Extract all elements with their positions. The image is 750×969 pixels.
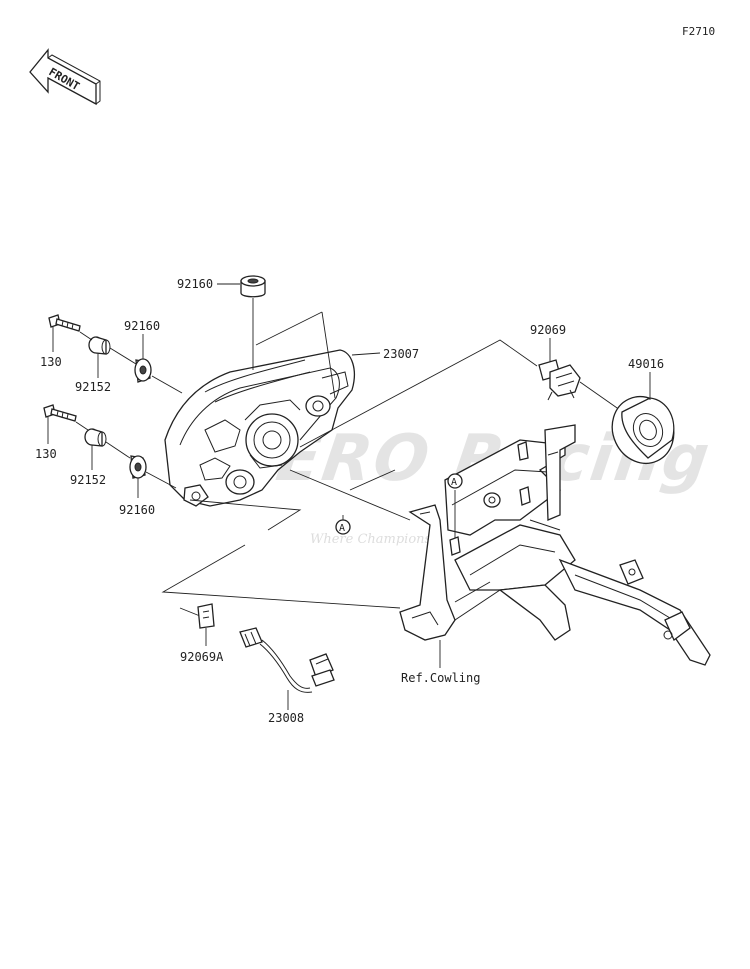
dust-cap-49016 [611, 372, 675, 464]
grommet-92160-top [217, 275, 266, 370]
diagram-code: F2710 [682, 25, 715, 38]
label-92069: 92069 [530, 323, 566, 337]
bulb-92069 [538, 338, 621, 411]
ref-marker-a-right: A [447, 473, 463, 489]
label-49016: 49016 [628, 357, 664, 371]
grommet-92160-low [105, 441, 177, 498]
label-92069A: 92069A [180, 650, 224, 664]
guide-lines [161, 339, 538, 617]
label-92152-top: 92152 [75, 380, 111, 394]
front-arrow-icon: FRONT [29, 48, 101, 106]
grommet-92160-mid [109, 334, 183, 394]
label-92160-low: 92160 [119, 503, 155, 517]
watermark-tagline: Where Champions [310, 532, 432, 547]
ref-marker-a-left: A [335, 519, 351, 535]
label-ref-cowling: Ref.Cowling [401, 671, 480, 685]
label-130-low: 130 [35, 447, 57, 461]
bolt-130-top [48, 314, 81, 352]
label-92160-mid: 92160 [124, 319, 160, 333]
headlight-assembly [164, 311, 381, 507]
label-23008: 23008 [268, 711, 304, 725]
bolt-130-low [43, 404, 77, 444]
label-92160-top: 92160 [177, 277, 213, 291]
label-92152-low: 92152 [70, 473, 106, 487]
svg-text:A: A [451, 477, 457, 488]
socket-harness-23008 [239, 627, 335, 710]
label-130-top: 130 [40, 355, 62, 369]
bulb-92069A [197, 603, 215, 646]
collar-92152-top [79, 331, 111, 378]
headlight-stay-frame [342, 424, 711, 668]
label-23007: 23007 [383, 347, 419, 361]
collar-92152-low [75, 421, 107, 470]
svg-text:A: A [339, 523, 345, 534]
